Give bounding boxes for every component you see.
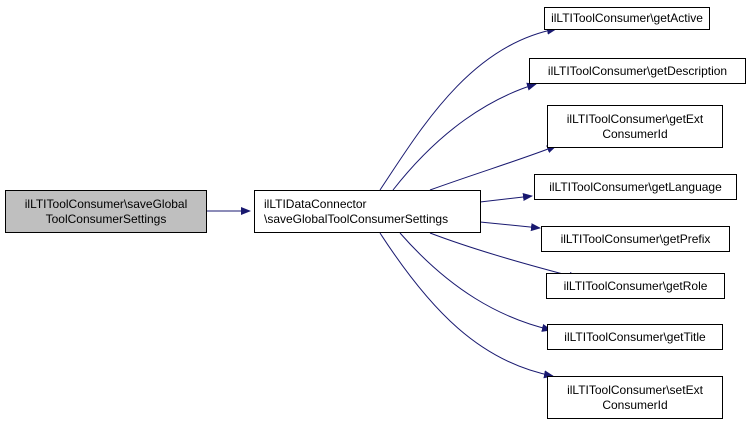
node-label-line: ToolConsumerSettings bbox=[45, 211, 167, 226]
node-get-role[interactable]: ilLTIToolConsumer\getRole bbox=[546, 273, 725, 299]
node-label-line: ConsumerId bbox=[602, 397, 668, 412]
node-get-title[interactable]: ilLTIToolConsumer\getTitle bbox=[547, 324, 723, 350]
edge-to-get-title bbox=[399, 232, 552, 332]
edge-to-get-description bbox=[392, 82, 537, 191]
edge-to-get-language bbox=[479, 193, 533, 203]
node-label-line: \saveGlobalToolConsumerSettings bbox=[264, 211, 449, 226]
node-label-line: ConsumerId bbox=[602, 126, 668, 141]
node-label-line: ilLTIToolConsumer\getActive bbox=[551, 11, 703, 25]
edge-to-get-active bbox=[379, 26, 557, 191]
node-data-connector-save-settings[interactable]: ilLTIDataConnector \saveGlobalToolConsum… bbox=[254, 190, 481, 233]
node-label-line: ilLTIToolConsumer\getDescription bbox=[547, 63, 728, 78]
node-label-line: ilLTIToolConsumer\getRole bbox=[563, 278, 708, 293]
node-get-language[interactable]: ilLTIToolConsumer\getLanguage bbox=[534, 174, 737, 200]
node-root-save-global-tool-consumer-settings[interactable]: ilLTIToolConsumer\saveGlobal ToolConsume… bbox=[5, 190, 207, 233]
node-label-line: ilLTIDataConnector bbox=[264, 196, 367, 211]
node-get-prefix[interactable]: ilLTIToolConsumer\getPrefix bbox=[541, 226, 730, 252]
node-set-ext-consumer-id[interactable]: ilLTIToolConsumer\setExt ConsumerId bbox=[547, 376, 723, 419]
node-get-description[interactable]: ilLTIToolConsumer\getDescription bbox=[529, 58, 746, 84]
edge-to-get-ext-consumer-id bbox=[429, 145, 557, 191]
node-label-line: ilLTIToolConsumer\getPrefix bbox=[560, 231, 711, 246]
node-label-line: ilLTIToolConsumer\getLanguage bbox=[549, 179, 722, 194]
node-get-ext-consumer-id[interactable]: ilLTIToolConsumer\getExt ConsumerId bbox=[547, 105, 723, 148]
node-get-active[interactable]: ilLTIToolConsumer\getActive bbox=[544, 7, 710, 30]
edge-to-set-ext-consumer-id bbox=[379, 232, 554, 379]
node-label-line: ilLTIToolConsumer\setExt bbox=[567, 382, 703, 397]
edge-to-get-prefix bbox=[479, 221, 541, 232]
node-label-line: ilLTIToolConsumer\getTitle bbox=[564, 329, 706, 344]
node-label-line: ilLTIToolConsumer\getExt bbox=[566, 111, 704, 126]
node-label-line: ilLTIToolConsumer\saveGlobal bbox=[24, 196, 188, 211]
